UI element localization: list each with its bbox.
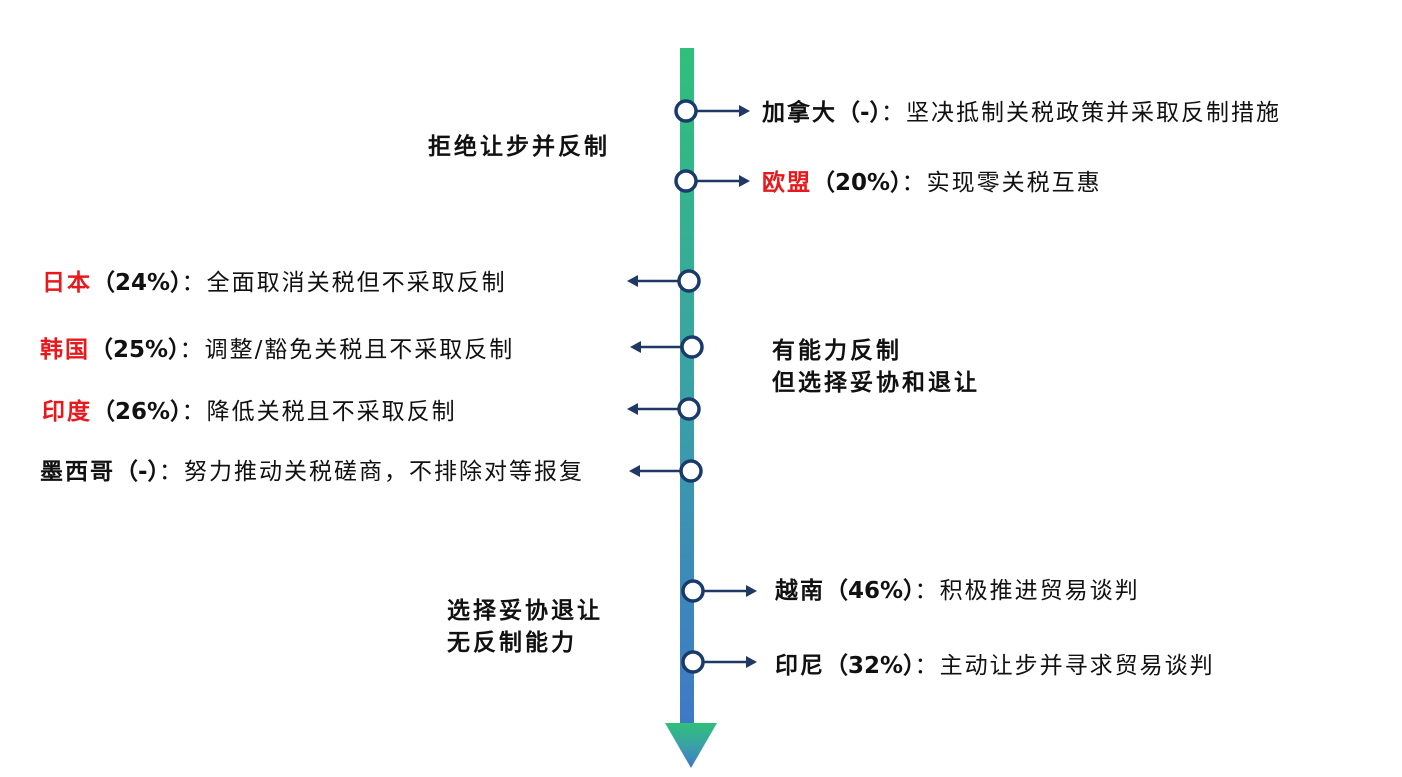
separator: ： <box>181 399 207 425</box>
group-label-refuse: 拒绝让步并反制 <box>428 134 610 160</box>
tariff-rate: （46%） <box>825 578 915 604</box>
policy-text: 全面取消关税但不采取反制 <box>206 270 507 296</box>
tariff-rate: （-） <box>837 100 882 126</box>
separator: ： <box>901 170 927 196</box>
policy-text: 降低关税且不采取反制 <box>206 399 457 425</box>
tariff-rate: （20%） <box>812 170 902 196</box>
entry-canada: 加拿大（-）：坚决抵制关税政策并采取反制措施 <box>762 97 1281 129</box>
entry-korea: 韩国（25%）：调整/豁免关税且不采取反制 <box>40 334 514 366</box>
entry-mexico: 墨西哥（-）：努力推动关税磋商，不排除对等报复 <box>40 456 610 488</box>
connector-arrowhead <box>739 175 750 187</box>
country-name: 印尼 <box>775 653 825 679</box>
policy-text: 调整/豁免关税且不采取反制 <box>204 337 515 363</box>
connector-arrowhead <box>630 341 641 353</box>
timeline-arrowhead <box>665 723 717 768</box>
entry-japan: 日本（24%）：全面取消关税但不采取反制 <box>42 267 507 299</box>
separator: ： <box>881 100 907 126</box>
tariff-rate: （-） <box>115 459 160 485</box>
separator: ： <box>181 270 207 296</box>
connector-arrows <box>627 105 757 668</box>
country-name: 越南 <box>775 578 825 604</box>
separator: ： <box>179 337 205 363</box>
connector-arrowhead <box>746 585 757 597</box>
timeline-node <box>674 169 698 193</box>
separator: ： <box>159 459 185 485</box>
timeline-node <box>680 335 704 359</box>
separator: ： <box>914 653 940 679</box>
timeline-node <box>681 579 705 603</box>
connector-arrowhead <box>739 105 750 117</box>
timeline-node <box>677 269 701 293</box>
country-name: 欧盟 <box>762 170 812 196</box>
tariff-rate: （24%） <box>92 270 182 296</box>
country-name: 印度 <box>42 399 92 425</box>
connector-arrowhead <box>627 403 638 415</box>
entry-indonesia: 印尼（32%）：主动让步并寻求贸易谈判 <box>775 650 1215 682</box>
entry-eu: 欧盟（20%）：实现零关税互惠 <box>762 167 1102 199</box>
policy-text: 主动让步并寻求贸易谈判 <box>939 653 1215 679</box>
connector-arrowhead <box>629 465 640 477</box>
policy-text: 实现零关税互惠 <box>926 170 1102 196</box>
entry-vietnam: 越南（46%）：积极推进贸易谈判 <box>775 575 1140 607</box>
tariff-rate: （25%） <box>90 337 180 363</box>
country-name: 加拿大 <box>762 100 837 126</box>
policy-text: 努力推动关税磋商，不排除对等报复 <box>184 459 585 485</box>
connector-arrowhead <box>627 275 638 287</box>
country-name: 日本 <box>42 270 92 296</box>
connector-arrowhead <box>746 656 757 668</box>
tariff-rate: （26%） <box>92 399 182 425</box>
separator: ： <box>914 578 940 604</box>
timeline-axis <box>680 48 694 728</box>
timeline-nodes <box>674 99 705 674</box>
group-label-compromise-capable: 有能力反制 但选择妥协和退让 <box>772 338 980 396</box>
timeline-node <box>674 99 698 123</box>
country-name: 墨西哥 <box>40 459 115 485</box>
timeline-node <box>677 397 701 421</box>
timeline-node <box>679 459 703 483</box>
timeline-node <box>681 650 705 674</box>
group-label-compromise-incapable: 选择妥协退让 无反制能力 <box>447 598 603 656</box>
policy-text: 积极推进贸易谈判 <box>939 578 1140 604</box>
policy-text: 坚决抵制关税政策并采取反制措施 <box>906 100 1282 126</box>
tariff-rate: （32%） <box>825 653 915 679</box>
entry-india: 印度（26%）：降低关税且不采取反制 <box>42 396 457 428</box>
country-name: 韩国 <box>40 337 90 363</box>
